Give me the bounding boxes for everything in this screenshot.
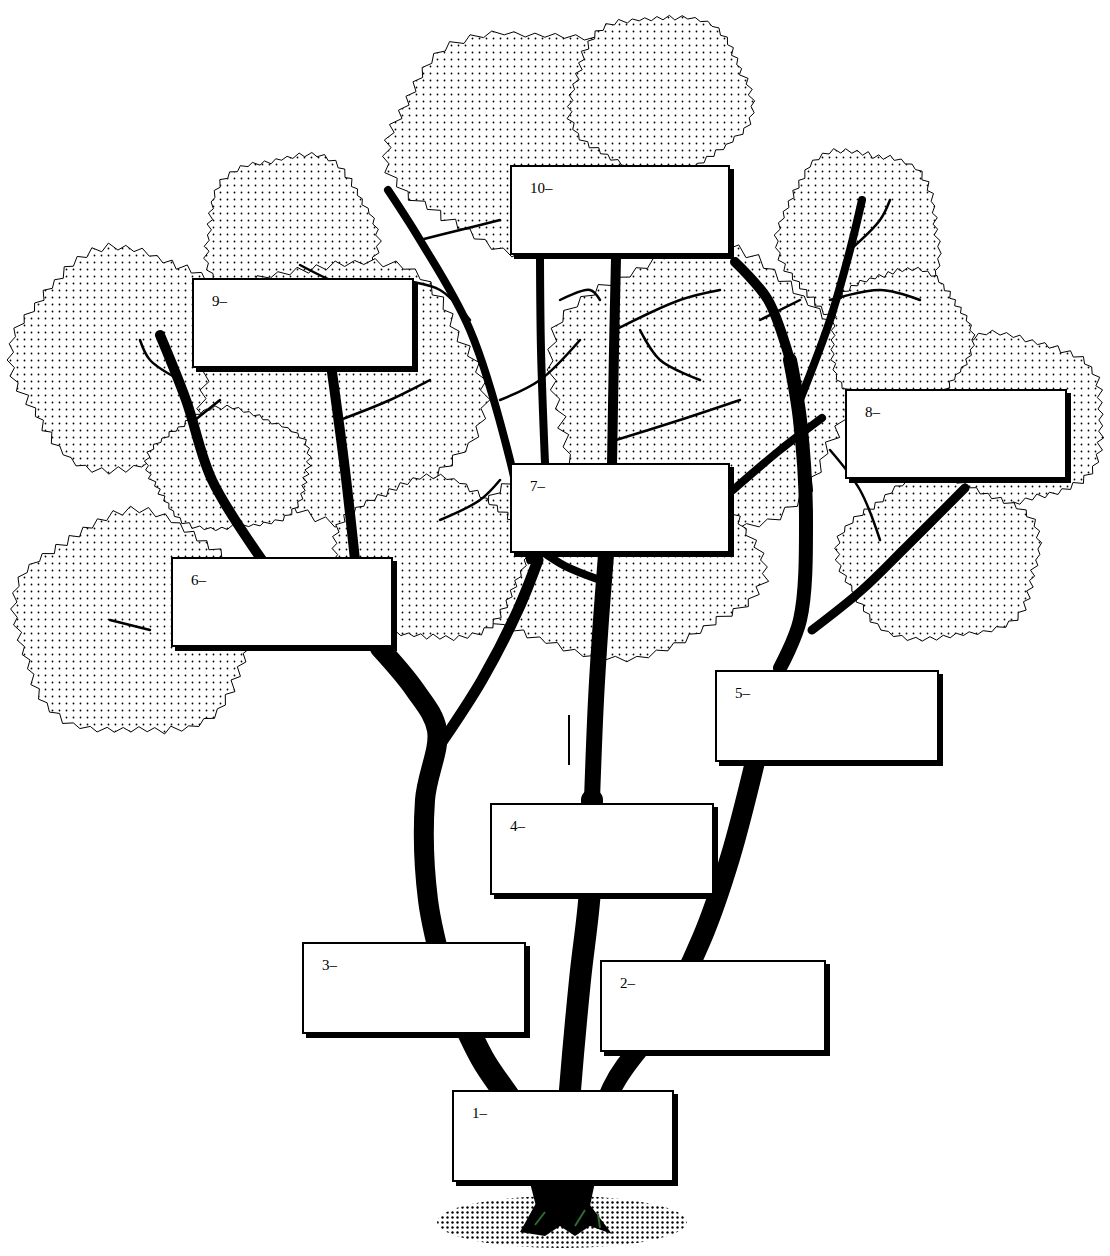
twig	[560, 290, 600, 300]
family-box: 2–	[600, 960, 826, 1052]
branch	[160, 335, 262, 560]
branch	[540, 258, 545, 463]
branch	[592, 555, 606, 800]
twig	[760, 300, 800, 320]
family-box: 10–	[510, 165, 730, 255]
foliage	[7, 15, 1104, 734]
twig	[830, 290, 920, 300]
twig	[440, 480, 500, 520]
twig	[640, 330, 700, 380]
box-number: 9–	[212, 292, 412, 310]
box-number: 5–	[735, 684, 937, 702]
twig	[850, 200, 890, 250]
branch	[735, 262, 790, 360]
mark-line	[568, 715, 570, 765]
branch	[540, 550, 600, 580]
family-box: 5–	[715, 670, 939, 762]
twig	[615, 290, 720, 330]
branch	[612, 258, 616, 465]
box-number: 3–	[322, 956, 524, 974]
box-number: 1–	[472, 1104, 672, 1122]
branch	[332, 372, 355, 560]
family-box: 3–	[302, 942, 526, 1034]
branch	[380, 648, 446, 980]
leaf-cluster	[567, 15, 755, 180]
twig	[500, 340, 580, 400]
twig	[110, 620, 150, 630]
twig	[616, 400, 740, 440]
twig	[420, 220, 500, 240]
twig	[195, 400, 220, 420]
branch	[733, 418, 822, 490]
twig	[340, 380, 430, 420]
branch	[780, 360, 806, 668]
family-box: 4–	[490, 803, 714, 895]
box-number: 2–	[620, 974, 824, 992]
grass	[535, 1210, 600, 1228]
box-number: 10–	[530, 179, 728, 197]
roots	[520, 1188, 612, 1236]
box-number: 8–	[865, 403, 1065, 421]
branch	[388, 190, 530, 560]
family-box: 9–	[192, 278, 414, 368]
family-box: 7–	[510, 463, 730, 553]
box-number: 4–	[510, 817, 712, 835]
box-number: 7–	[530, 477, 728, 495]
branches	[110, 190, 965, 1205]
box-number: 6–	[191, 571, 391, 589]
family-box: 8–	[845, 389, 1067, 479]
twig	[140, 340, 180, 380]
branch	[812, 488, 965, 630]
family-box: 6–	[171, 557, 393, 647]
branch	[442, 560, 538, 742]
family-box: 1–	[452, 1090, 674, 1182]
